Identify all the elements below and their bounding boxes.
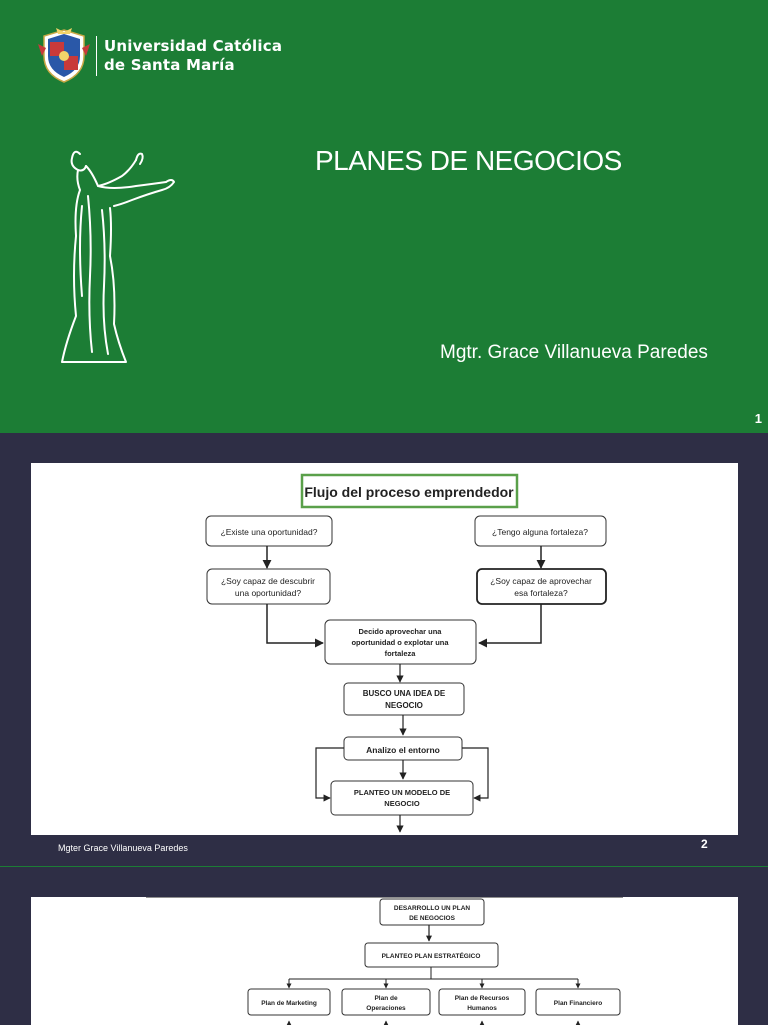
box-decide-line1: Decido aprovechar una (359, 627, 443, 636)
box-hr-line1: Plan de Recursos (455, 995, 510, 1002)
box-plan-line1: DESARROLLO UN PLAN (394, 905, 471, 912)
diagram-panel: DESARROLLO UN PLAN DE NEGOCIOS PLANTEO P… (31, 896, 738, 1025)
entrepreneur-flow-diagram: Flujo del proceso emprendedor ¿Existe un… (205, 473, 607, 833)
box-marketing (247, 988, 331, 1016)
box-analyze-label: Analizo el entorno (366, 745, 440, 755)
box-strength-label: ¿Tengo alguna fortaleza? (492, 527, 588, 537)
box-marketing-label: Plan de Marketing (261, 1000, 317, 1007)
box-idea (343, 682, 465, 716)
box-finance-label: Plan Financiero (554, 1000, 602, 1007)
box-leverage-line1: ¿Soy capaz de aprovechar (490, 576, 592, 586)
box-human-resources (438, 988, 526, 1016)
author-name: Mgtr. Grace Villanueva Paredes (440, 342, 708, 363)
logo-divider (96, 36, 97, 76)
diagram-title-box (300, 473, 519, 509)
box-idea-line1: BUSCO UNA IDEA DE (363, 689, 446, 698)
university-crest-logo (38, 28, 90, 83)
business-plan-diagram: DESARROLLO UN PLAN DE NEGOCIOS PLANTEO P… (146, 896, 623, 1025)
box-operations-line1: Plan de (374, 995, 398, 1002)
box-opportunity (205, 515, 333, 547)
box-model-line2: NEGOCIO (384, 799, 420, 808)
page-number: 2 (701, 837, 708, 851)
box-model-line1: PLANTEO UN MODELO DE (354, 788, 450, 797)
box-decide-line3: fortaleza (385, 649, 417, 658)
box-operations-line2: Operaciones (366, 1005, 406, 1012)
box-plan-line2: DE NEGOCIOS (409, 915, 456, 922)
virgin-statue-illustration (61, 150, 175, 363)
box-discover-line1: ¿Soy capaz de descubrir (221, 576, 315, 586)
box-hr-line2: Humanos (467, 1005, 497, 1012)
box-discover (206, 568, 331, 605)
box-idea-line2: NEGOCIO (385, 701, 423, 710)
box-decide-line2: oportunidad o explotar una (351, 638, 449, 647)
box-leverage (476, 568, 607, 605)
box-finance (535, 988, 621, 1016)
box-opportunity-label: ¿Existe una oportunidad? (221, 527, 318, 537)
footer-author: Mgter Grace Villanueva Paredes (58, 843, 188, 853)
box-plan (379, 898, 485, 926)
box-model (330, 780, 474, 816)
box-leverage-line2: esa fortaleza? (514, 588, 568, 598)
university-name-line1: Universidad Católica (104, 37, 283, 55)
page-number: 1 (754, 411, 762, 426)
box-strategic-label: PLANTEO PLAN ESTRATÉGICO (382, 951, 481, 960)
flow-diagram-slide: Flujo del proceso emprendedor ¿Existe un… (0, 433, 768, 865)
slide-title: PLANES DE NEGOCIOS (315, 145, 622, 176)
university-name-line2: de Santa María (104, 56, 235, 74)
diagram-title: Flujo del proceso emprendedor (304, 484, 514, 500)
diagram-panel: Flujo del proceso emprendedor ¿Existe un… (31, 463, 738, 835)
title-slide: Universidad Católica de Santa María PLAN… (0, 0, 768, 433)
business-plan-slide: DESARROLLO UN PLAN DE NEGOCIOS PLANTEO P… (0, 866, 768, 1025)
box-operations (341, 988, 431, 1016)
box-discover-line2: una oportunidad? (235, 588, 301, 598)
